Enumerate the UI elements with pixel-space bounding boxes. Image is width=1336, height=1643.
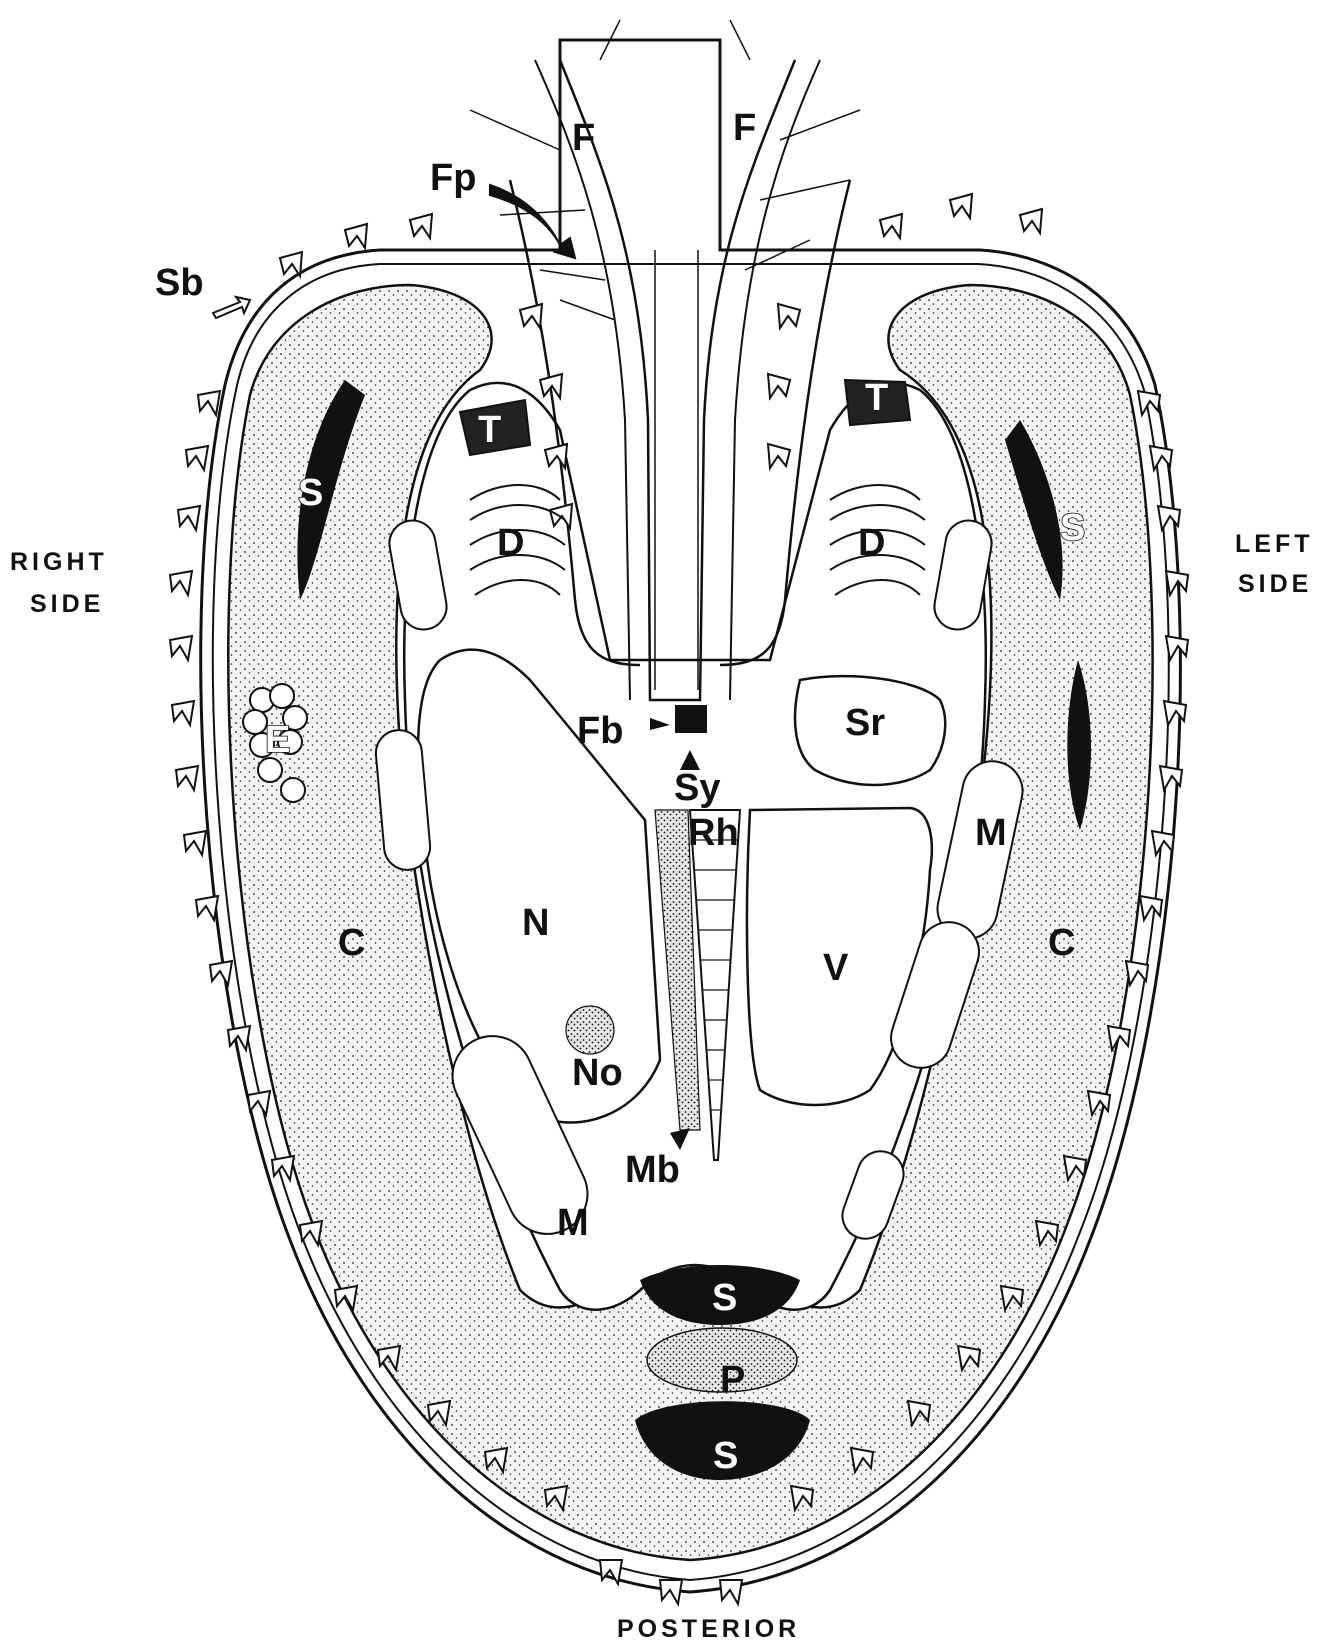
label-T-left: T bbox=[865, 377, 888, 419]
right-side-line1: RIGHT bbox=[10, 548, 108, 576]
label-S-posterior-2: S bbox=[713, 1435, 738, 1477]
label-Sb: Sb bbox=[155, 262, 204, 304]
label-V: V bbox=[823, 947, 849, 989]
label-S-posterior-1: S bbox=[712, 1277, 737, 1319]
label-Fb: Fb bbox=[577, 710, 623, 752]
label-F-right: F bbox=[733, 107, 756, 149]
label-Mb: Mb bbox=[625, 1149, 680, 1191]
label-P: P bbox=[720, 1359, 745, 1401]
label-D-left: D bbox=[858, 522, 885, 564]
fp-arrow bbox=[490, 185, 575, 258]
sb-arrow bbox=[213, 297, 250, 318]
flagellar-hairs bbox=[470, 20, 860, 320]
label-E: E bbox=[265, 719, 290, 761]
label-C-left: C bbox=[1048, 922, 1075, 964]
label-Sy: Sy bbox=[674, 767, 720, 809]
label-S-right: S bbox=[298, 472, 323, 514]
label-F-left: F bbox=[572, 117, 595, 159]
posterior-label: POSTERIOR bbox=[617, 1615, 800, 1643]
label-N: N bbox=[522, 902, 549, 944]
label-Fp: Fp bbox=[430, 157, 476, 199]
label-D-right: D bbox=[497, 522, 524, 564]
right-side-line2: SIDE bbox=[30, 590, 104, 618]
nucleolus bbox=[566, 1006, 614, 1054]
left-side-line2: SIDE bbox=[1238, 570, 1312, 598]
label-C-right: C bbox=[338, 922, 365, 964]
label-Rh: Rh bbox=[688, 812, 739, 854]
label-Sr: Sr bbox=[845, 702, 885, 744]
left-side-line1: LEFT bbox=[1235, 530, 1314, 558]
label-M-bottom: M bbox=[557, 1202, 589, 1244]
label-S-left: S bbox=[1060, 507, 1085, 549]
label-No: No bbox=[572, 1052, 623, 1094]
label-M-right: M bbox=[975, 812, 1007, 854]
label-T-right: T bbox=[478, 409, 501, 451]
flagellar-base bbox=[675, 705, 707, 733]
